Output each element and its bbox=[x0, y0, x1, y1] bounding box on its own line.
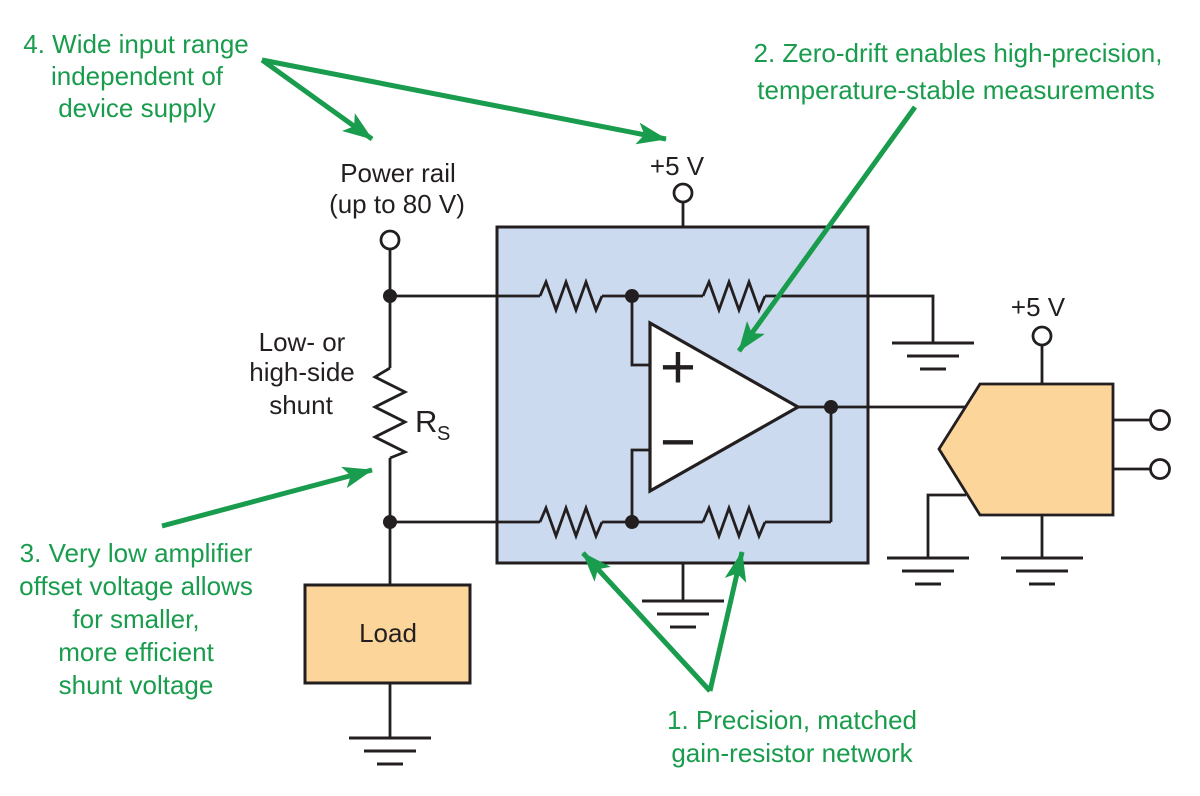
shunt-ref-designator-subscript: S bbox=[437, 423, 450, 445]
opamp-noninverting-input-wire bbox=[630, 296, 650, 367]
shunt-resistor bbox=[371, 366, 409, 460]
note3-line3: for smaller, bbox=[72, 604, 199, 634]
opamp-minus-symbol: − bbox=[660, 408, 696, 477]
note2-line2: temperature-stable measurements bbox=[757, 75, 1154, 105]
power-rail-terminal bbox=[379, 229, 401, 251]
ground-symbol-top-right bbox=[890, 341, 976, 371]
adc-supply-terminal bbox=[1031, 325, 1053, 347]
opamp-plus-symbol: + bbox=[660, 333, 696, 402]
ground-symbol-amp bbox=[640, 599, 726, 629]
opamp-triangle bbox=[648, 320, 802, 494]
terminals bbox=[379, 182, 1171, 480]
amp-supply-label: +5 V bbox=[650, 151, 705, 181]
note1-line1: 1. Precision, matched bbox=[667, 705, 917, 735]
power-rail-label-line2: (up to 80 V) bbox=[329, 189, 465, 219]
shunt-label-line2: high-side bbox=[249, 357, 355, 387]
junction-dot bbox=[383, 289, 397, 303]
note3-line2: offset voltage allows bbox=[19, 571, 253, 601]
load-label: Load bbox=[359, 618, 417, 648]
note1-line2: gain-resistor network bbox=[671, 738, 913, 768]
note4-arrow-to-power-rail bbox=[260, 57, 374, 142]
adc-left-ground-wire bbox=[926, 493, 966, 558]
junction-dot bbox=[625, 515, 639, 529]
load-box bbox=[303, 583, 472, 685]
junction-dots bbox=[383, 289, 838, 529]
note3-arrow-to-shunt bbox=[161, 466, 373, 529]
note4-line2: independent of bbox=[51, 61, 224, 91]
power-rail-label-line1: Power rail bbox=[340, 158, 456, 188]
note3-line1: 3. Very low amplifier bbox=[20, 538, 253, 568]
annotation-arrows bbox=[161, 57, 918, 693]
note3-line5: shunt voltage bbox=[59, 670, 214, 700]
note2-arrow-to-opamp bbox=[736, 105, 918, 353]
junction-dot bbox=[824, 400, 838, 414]
opamp-inverting-input-wire bbox=[630, 448, 650, 522]
adc-supply-label: +5 V bbox=[1011, 292, 1066, 322]
annotation-texts: 4. Wide input range independent of devic… bbox=[19, 29, 1162, 768]
component-labels: Power rail (up to 80 V) +5 V +5 V Low- o… bbox=[249, 151, 1066, 648]
shunt-label-line1: Low- or bbox=[259, 327, 346, 357]
shunt-ref-designator: R bbox=[415, 404, 437, 439]
note4-line1: 4. Wide input range bbox=[23, 29, 248, 59]
adc-output1-terminal bbox=[1149, 409, 1171, 431]
note4-arrow-to-supply bbox=[261, 57, 667, 145]
ground-symbol-load bbox=[347, 736, 433, 766]
note1-arrow-to-left-resistor bbox=[581, 551, 712, 693]
adc-pentagon-symbol bbox=[937, 382, 1115, 517]
note1-arrow-to-right-resistor bbox=[707, 551, 747, 692]
note4-line3: device supply bbox=[58, 93, 216, 123]
ground-symbol-adc-bottom bbox=[999, 556, 1085, 586]
note2-line1: 2. Zero-drift enables high-precision, bbox=[754, 38, 1163, 68]
shunt-label-line3: shunt bbox=[269, 390, 333, 420]
ground-symbol-adc-left bbox=[885, 556, 971, 586]
top-rail-right-ground-wire bbox=[765, 294, 935, 343]
amp-supply-terminal bbox=[672, 182, 694, 204]
circuit-wires bbox=[388, 202, 1151, 738]
junction-dot bbox=[383, 515, 397, 529]
junction-dot bbox=[625, 289, 639, 303]
note3-line4: more efficient bbox=[58, 637, 214, 667]
adc-output2-terminal bbox=[1149, 458, 1171, 480]
